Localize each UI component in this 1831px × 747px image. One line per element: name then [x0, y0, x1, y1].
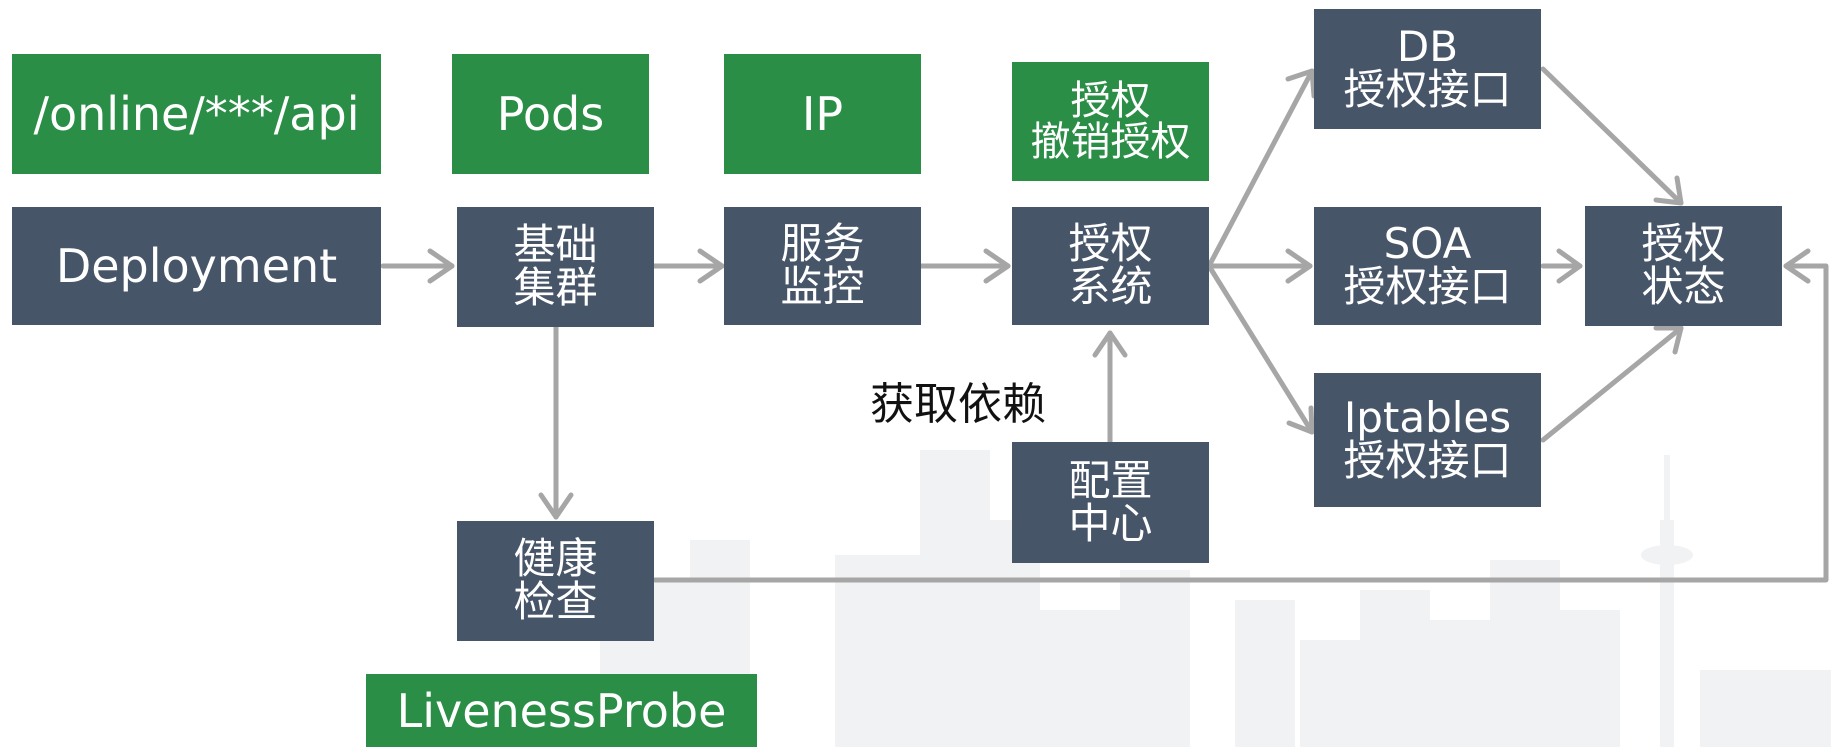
node-soa-auth-api: SOA 授权接口: [1314, 207, 1541, 325]
arrowhead: [1285, 68, 1317, 99]
node-base-cluster: 基础 集群: [457, 207, 654, 327]
arrowhead: [1653, 325, 1684, 355]
node-iptables-auth-api: Iptables 授权接口: [1314, 373, 1541, 507]
arrowhead: [1783, 248, 1811, 284]
tag-api-path: /online/***/api: [12, 54, 381, 174]
arrowhead: [1092, 330, 1128, 358]
arrowhead: [697, 248, 725, 284]
tag-liveness-probe: LivenessProbe: [366, 674, 757, 747]
arrowhead: [427, 248, 455, 284]
node-auth-status: 授权 状态: [1585, 206, 1782, 326]
arrowhead: [983, 248, 1011, 284]
tag-grant-revoke: 授权 撤销授权: [1012, 62, 1209, 181]
arrowhead: [1286, 405, 1315, 435]
arrowhead: [1285, 248, 1313, 284]
connector-db-to-status: [1540, 66, 1684, 206]
label-get-dependencies: 获取依赖: [870, 379, 1046, 430]
connector-health-check-to-status: [652, 263, 1829, 583]
node-auth-system: 授权 系统: [1012, 207, 1209, 325]
connector-iptables-to-status: [1540, 325, 1684, 443]
tag-ip: IP: [724, 54, 921, 174]
node-db-auth-api: DB 授权接口: [1314, 9, 1541, 129]
node-deployment: Deployment: [12, 207, 381, 325]
connector-auth-to-db: [1206, 68, 1315, 269]
arrowhead: [1556, 248, 1583, 284]
connector-auth-to-iptables: [1206, 263, 1315, 435]
node-config-center: 配置 中心: [1012, 442, 1209, 563]
arrowhead: [1653, 175, 1684, 206]
node-service-monitor: 服务 监控: [724, 207, 921, 325]
arrowhead: [538, 492, 574, 520]
node-health-check: 健康 检查: [457, 521, 654, 641]
tag-pods: Pods: [452, 54, 649, 174]
